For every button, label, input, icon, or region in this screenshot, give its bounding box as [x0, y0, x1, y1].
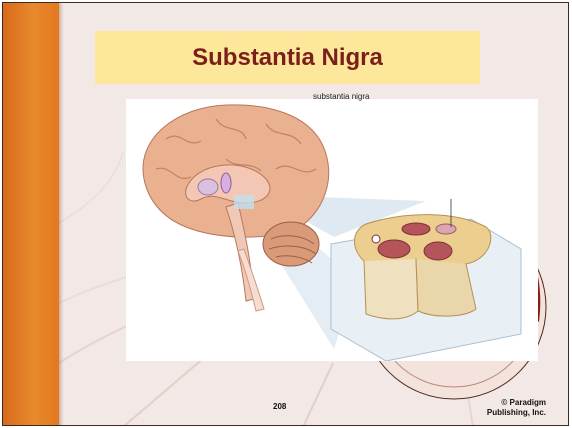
- page-number: 208: [273, 402, 286, 411]
- copyright-notice: © Paradigm Publishing, Inc.: [487, 398, 546, 418]
- slide-title: Substantia Nigra: [95, 31, 480, 84]
- accent-bar: [3, 3, 59, 426]
- brain-illustration: [126, 99, 538, 361]
- copyright-line-1: © Paradigm: [487, 398, 546, 408]
- substantia-nigra-label: substantia nigra: [313, 92, 369, 101]
- title-box: Substantia Nigra: [95, 31, 480, 84]
- brain-figure-svg: [126, 99, 538, 361]
- copyright-line-2: Publishing, Inc.: [487, 408, 546, 418]
